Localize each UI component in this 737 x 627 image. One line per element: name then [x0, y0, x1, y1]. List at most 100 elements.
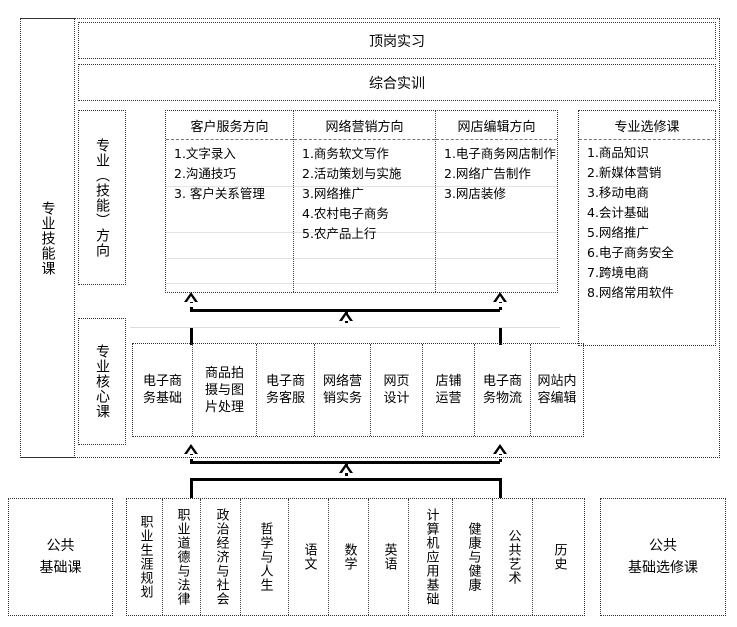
grid-line	[130, 327, 560, 328]
core-course-label: 电子商务客服	[265, 374, 305, 406]
professional-electives-panel: 专业选修课 1.商品知识 2.新媒体营销 3.移动电商 4.会计基础 5.网络推…	[578, 110, 716, 346]
list-item: 1.商品知识	[587, 145, 649, 160]
public-base-label: 公共 基础课	[40, 535, 82, 579]
direction-shop-editing-header: 网店编辑方向	[436, 111, 557, 140]
arrow-up-icon	[493, 292, 507, 302]
public-course-label: 公共艺术	[505, 529, 521, 585]
list-item: 6.电子商务安全	[587, 245, 674, 260]
public-course-label: 职业道德与法律	[174, 508, 190, 606]
list-item: 3.移动电商	[587, 185, 649, 200]
skill-course-label-box: 专业技能课	[20, 18, 75, 458]
public-course-cell: 公共艺术	[493, 499, 533, 615]
public-course-cell: 计算机应用基础	[409, 499, 453, 615]
public-course-row	[126, 498, 585, 616]
list-item: 3.网络推广	[302, 186, 364, 201]
grid-line	[166, 232, 557, 233]
direction-network-marketing-list: 1.商务软文写作 2.活动策划与实施 3.网络推广 4.农村电子商务 5.农产品…	[294, 140, 435, 244]
public-course-label: 健康与健康	[465, 522, 481, 592]
connector-stem	[499, 478, 502, 498]
list-item: 1.文字录入	[174, 146, 236, 161]
public-base-label-box: 公共 基础课	[8, 498, 113, 616]
public-course-label: 英语	[381, 543, 397, 571]
core-course-label: 商品拍摄与图片处理	[204, 365, 244, 415]
public-course-cell: 职业道德与法律	[163, 499, 201, 615]
list-item: 5.网络推广	[587, 225, 649, 240]
connector-bar-bottom	[190, 478, 502, 481]
public-course-cell: 数学	[329, 499, 369, 615]
top-block-comprehensive-training: 综合实训	[78, 64, 716, 101]
public-course-cell: 政治经济与社会	[201, 499, 241, 615]
arrow-up-icon	[184, 292, 198, 302]
core-course-label-box: 专业核心课	[78, 318, 126, 445]
public-course-label: 语文	[301, 543, 317, 571]
list-item: 2.活动策划与实施	[302, 166, 402, 181]
public-course-cell: 健康与健康	[453, 499, 493, 615]
skill-direction-label: 专业（技能）方向	[94, 137, 110, 258]
list-item: 3. 客户关系管理	[174, 186, 265, 201]
core-course-cell: 商品拍摄与图片处理	[193, 344, 257, 436]
arrow-up-icon	[184, 444, 198, 454]
direction-customer-service-header: 客户服务方向	[166, 111, 293, 140]
core-course-cell: 电子商务客服	[257, 344, 315, 436]
top-block-internship-label: 顶岗实习	[369, 33, 425, 50]
core-course-label: 网络营销实务	[322, 374, 362, 406]
core-course-row	[132, 343, 584, 437]
list-item: 5.农产品上行	[302, 226, 377, 241]
connector-stem	[499, 300, 502, 310]
public-course-cell: 职业生涯规划	[127, 499, 163, 615]
core-course-cell: 网页设计	[371, 344, 423, 436]
public-course-label: 计算机应用基础	[423, 508, 439, 606]
public-elective-label: 公共 基础选修课	[628, 535, 698, 579]
public-course-cell: 英语	[369, 499, 409, 615]
core-course-label: 网站内容编辑	[537, 374, 577, 406]
public-elective-label-line1: 公共	[649, 538, 677, 554]
grid-line	[166, 258, 557, 259]
arrow-up-icon	[339, 311, 353, 321]
public-base-label-line1: 公共	[46, 538, 75, 554]
public-course-cell: 历史	[533, 499, 584, 615]
core-course-label: 电子商务物流	[482, 374, 522, 406]
connector-stem	[190, 300, 193, 310]
list-item: 1.电子商务网店制作	[444, 146, 556, 161]
public-elective-label-box: 公共 基础选修课	[600, 498, 726, 616]
list-item: 1.商务软文写作	[302, 146, 389, 161]
directions-panel	[165, 110, 558, 293]
connector-stem	[499, 452, 502, 462]
public-course-label: 职业生涯规划	[137, 515, 153, 599]
connector-bar-core-to-directions	[190, 309, 500, 312]
direction-network-marketing-header: 网络营销方向	[294, 111, 435, 140]
public-course-label: 历史	[551, 543, 567, 571]
connector-stem	[190, 452, 193, 462]
top-block-internship: 顶岗实习	[78, 22, 716, 59]
skill-course-label: 专业技能课	[39, 200, 56, 276]
grid-line	[166, 186, 557, 187]
core-course-label: 专业核心课	[94, 344, 110, 419]
direction-network-marketing: 网络营销方向 1.商务软文写作 2.活动策划与实施 3.网络推广 4.农村电子商…	[294, 111, 436, 292]
professional-electives-list: 1.商品知识 2.新媒体营销 3.移动电商 4.会计基础 5.网络推广 6.电子…	[579, 140, 715, 303]
list-item: 2.网络广告制作	[444, 166, 531, 181]
list-item: 2.新媒体营销	[587, 165, 662, 180]
core-course-label: 电子商务基础	[142, 374, 182, 406]
arrow-up-icon	[339, 463, 353, 473]
connector-stem	[190, 327, 193, 345]
core-course-label: 店铺运营	[435, 374, 462, 406]
arrow-up-icon	[493, 444, 507, 454]
public-course-cell: 语文	[289, 499, 329, 615]
connector-bar-public-to-core	[190, 461, 500, 464]
connector-stem	[499, 327, 502, 345]
direction-customer-service: 客户服务方向 1.文字录入 2.沟通技巧 3. 客户关系管理	[166, 111, 294, 292]
direction-shop-editing: 网店编辑方向 1.电子商务网店制作 2.网络广告制作 3.网店装修	[436, 111, 557, 292]
list-item: 4.会计基础	[587, 205, 649, 220]
direction-shop-editing-list: 1.电子商务网店制作 2.网络广告制作 3.网店装修	[436, 140, 557, 204]
core-course-cell: 店铺运营	[423, 344, 475, 436]
public-elective-label-line2: 基础选修课	[628, 560, 698, 576]
direction-customer-service-list: 1.文字录入 2.沟通技巧 3. 客户关系管理	[166, 140, 293, 204]
top-block-comprehensive-training-label: 综合实训	[369, 75, 425, 92]
core-course-label: 网页设计	[383, 374, 410, 406]
list-item: 2.沟通技巧	[174, 166, 236, 181]
core-course-cell: 网络营销实务	[315, 344, 371, 436]
public-course-label: 哲学与人生	[257, 522, 273, 592]
core-course-cell: 网站内容编辑	[531, 344, 583, 436]
list-item: 3.网店装修	[444, 186, 506, 201]
